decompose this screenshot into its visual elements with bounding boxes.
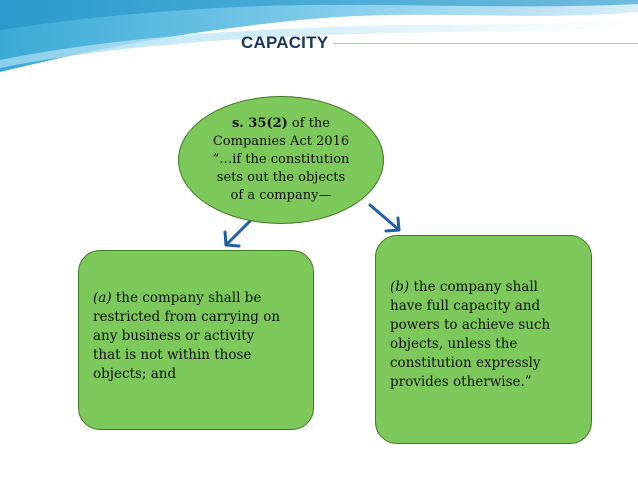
box-b-line-1: (b) the company shall [390,279,538,295]
restriction-box: (a) the company shall be restricted from… [78,250,314,430]
oval-line-5: of a company— [230,188,332,203]
box-b-label: (b) [390,279,410,295]
box-a-line-1: (a) the company shall be [93,290,262,306]
box-a-line-4: that is not within those [93,347,252,363]
arrow-to-right-box [368,203,400,231]
box-b-line-3: powers to achieve such [390,317,551,333]
wave-banner [0,0,638,72]
arrowhead-right [384,216,401,233]
box-a-line-3: any business or activity [93,328,255,344]
slide-title: CAPACITY [241,33,329,52]
oval-line-1: s. 35(2) of the [231,116,330,131]
box-b-line-6: provides otherwise.” [390,374,532,390]
box-b-line-2: have full capacity and [390,298,541,314]
oval-line-3: “…if the constitution [212,152,350,167]
box-a-label: (a) [93,290,112,306]
arrowhead-left [223,230,241,248]
box-b-line-4: objects, unless the [390,336,518,352]
box-a-line-2: restricted from carrying on [93,309,281,325]
capacity-box: (b) the company shall have full capacity… [375,235,592,444]
oval-line-4: sets out the objects [216,170,346,185]
oval-line-2: Companies Act 2016 [212,134,350,149]
box-b-line-5: constitution expressly [390,355,541,371]
title-rule [333,43,638,44]
statute-oval: s. 35(2) of the Companies Act 2016 “…if … [178,96,384,224]
box-a-line-5: objects; and [93,366,177,382]
section-ref: s. 35(2) [231,116,288,131]
